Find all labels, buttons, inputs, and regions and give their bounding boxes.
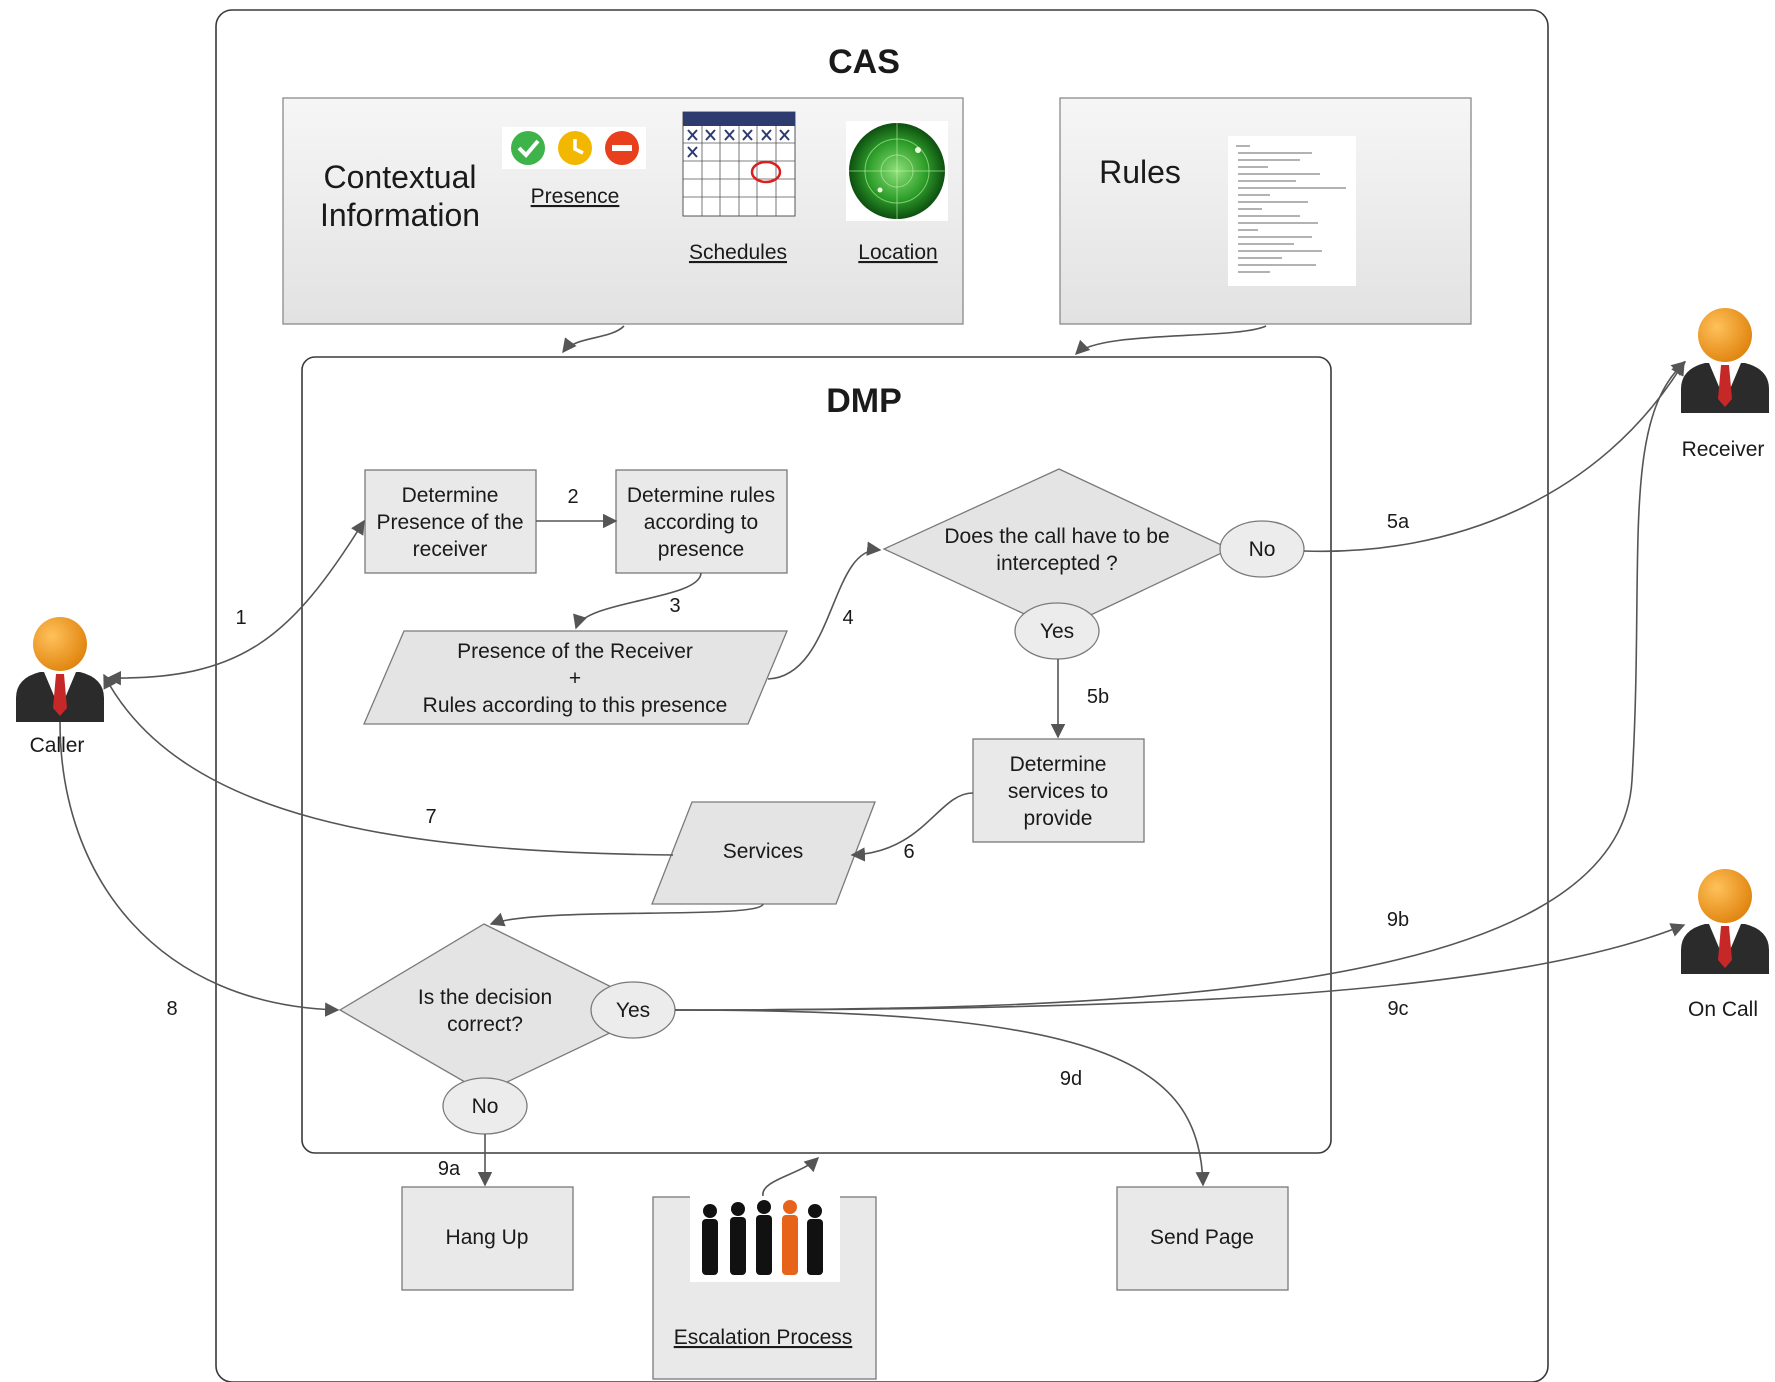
step-label-9c: 9c [1387,998,1408,1020]
step-label-5a: 5a [1387,511,1410,533]
step-label-4: 4 [842,607,853,629]
presence-rules-data-shape [363,630,788,725]
determine-presence-line3: receiver [413,538,488,561]
connector-4 [767,541,882,680]
determine-services-line3: provide [1024,807,1093,830]
connector-9b [674,361,1687,1011]
determine-rules-line1: Determine rules [627,484,775,507]
services-label: Services [723,840,804,863]
determine-services-line1: Determine [1010,753,1107,776]
location-link[interactable]: Location [858,241,937,264]
rules-title: Rules [1099,154,1181,190]
determine-services-line2: services to [1008,780,1108,803]
connector-rules-to-dmp [1074,325,1267,356]
presence-icon [502,127,646,169]
connector-7 [103,673,674,856]
determine-rules-line2: according to [644,511,758,534]
decision-question-line1: Is the decision [418,986,552,1009]
schedules-calendar-icon [682,111,796,217]
presence-rules-line3: Rules according to this presence [423,694,728,717]
intercept-yes-node [1014,602,1100,660]
determine-presence-line1: Determine [402,484,499,507]
connector-8 [59,721,340,1017]
intercept-question-line2: intercepted ? [996,552,1117,575]
connector-9d [674,1009,1210,1187]
determine-presence-box [364,469,537,574]
presence-link[interactable]: Presence [531,185,620,208]
contextual-line1: Contextual [324,159,477,195]
send-page-label: Send Page [1150,1226,1254,1249]
send-page-box [1116,1186,1289,1291]
connector-escalation-to-dmp [762,1157,820,1197]
decision-question-line2: correct? [447,1013,523,1036]
receiver-avatar-icon [1681,308,1769,413]
step-label-1: 1 [235,607,246,629]
escalation-process-link[interactable]: Escalation Process [674,1326,853,1349]
determine-rules-line3: presence [658,538,744,561]
on-call-label: On Call [1688,998,1758,1021]
hang-up-label: Hang Up [446,1226,529,1249]
schedules-link[interactable]: Schedules [689,241,787,264]
determine-rules-box [615,469,788,574]
connector-services-to-decision [489,903,764,927]
presence-rules-line2: + [569,667,581,690]
rules-document-icon [1228,136,1356,286]
services-data-shape [651,801,876,905]
location-radar-icon [846,121,948,221]
connector-6 [850,792,974,862]
presence-rules-line1: Presence of the Receiver [457,640,693,663]
intercept-no-label: No [1249,538,1276,561]
connector-1 [106,519,365,686]
step-label-6: 6 [903,841,914,863]
intercept-question-line1: Does the call have to be [944,525,1169,548]
on-call-avatar-icon [1681,869,1769,974]
connector-9c [674,923,1686,1011]
step-label-2: 2 [567,486,578,508]
connector-5a [1303,360,1685,553]
determine-services-box [972,738,1145,843]
receiver-label: Receiver [1682,438,1765,461]
caller-avatar-icon [16,617,104,722]
connector-context-to-dmp [562,325,625,354]
intercept-no-node [1219,520,1305,578]
intercept-yes-label: Yes [1040,620,1074,643]
step-label-9b: 9b [1387,909,1409,931]
hang-up-box [401,1186,574,1291]
step-label-9a: 9a [438,1158,461,1180]
escalation-team-icon [690,1196,840,1282]
connector-3 [573,572,702,630]
step-label-5b: 5b [1087,686,1109,708]
step-label-7: 7 [425,806,436,828]
contextual-line2: Information [320,197,480,233]
cas-title: CAS [828,43,900,81]
dmp-title: DMP [826,382,902,420]
decision-no-label: No [472,1095,499,1118]
step-label-9d: 9d [1060,1068,1082,1090]
connectors [59,325,1687,1197]
step-label-3: 3 [669,595,680,617]
determine-presence-line2: Presence of the [376,511,523,534]
caller-label: Caller [30,734,85,757]
decision-yes-label: Yes [616,999,650,1022]
step-label-8: 8 [166,998,177,1020]
